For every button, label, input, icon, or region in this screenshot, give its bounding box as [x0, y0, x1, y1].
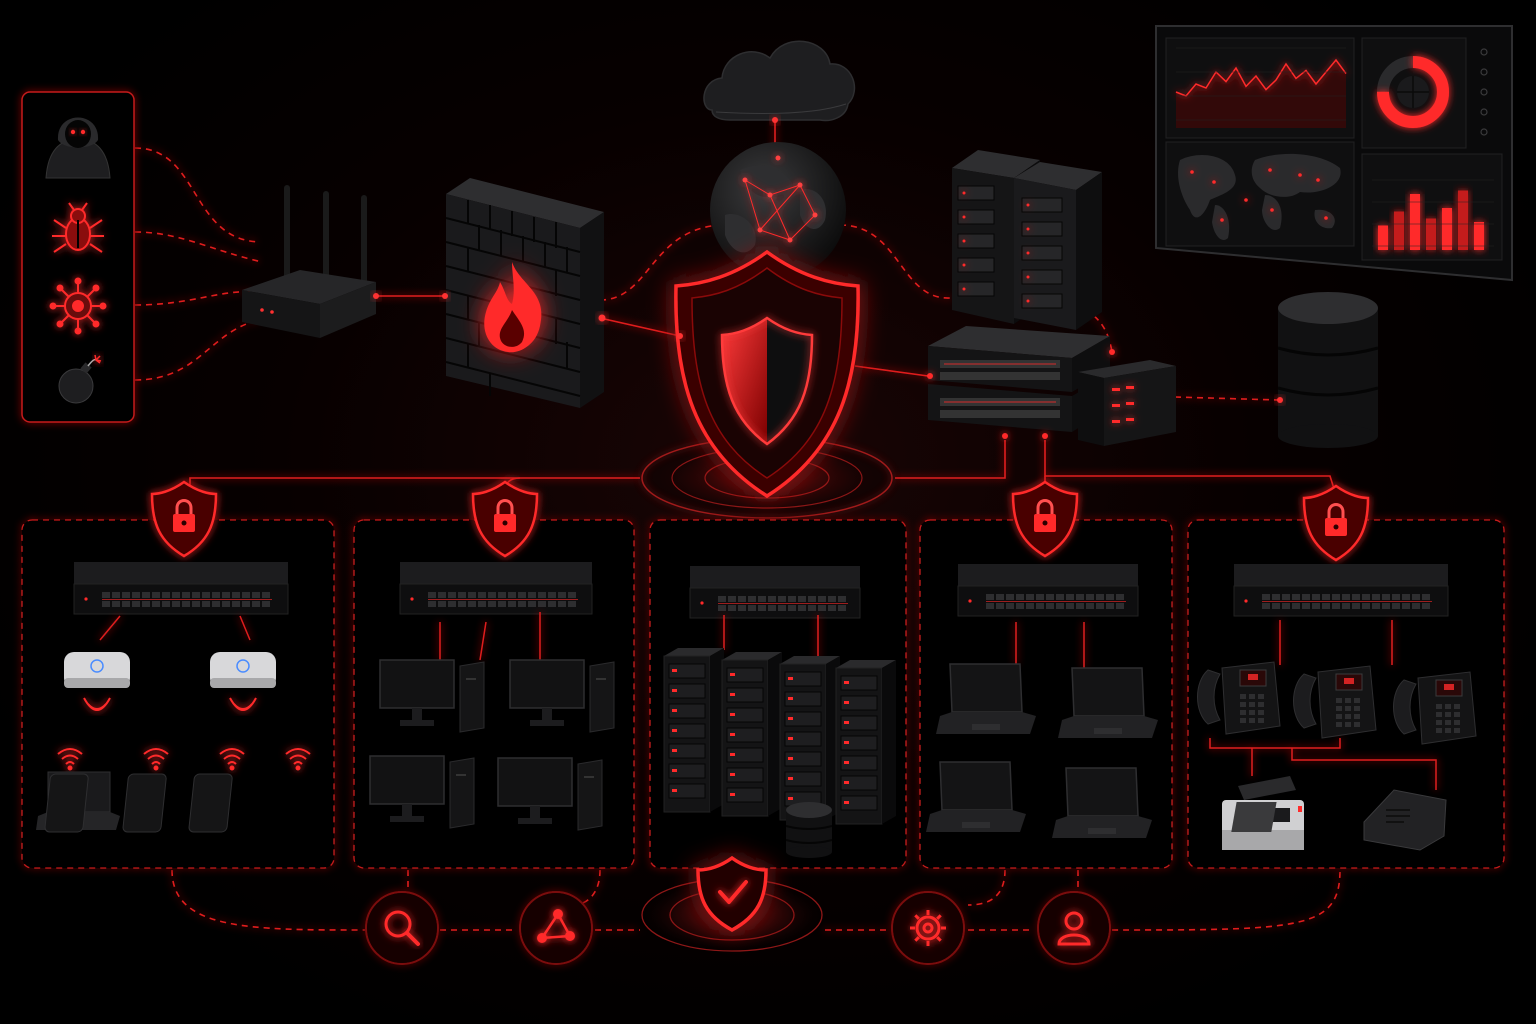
gear-icon[interactable]	[891, 891, 965, 965]
firewall-shield-link	[599, 317, 681, 337]
access-switch-icon	[957, 564, 1139, 617]
bottom-bus	[171, 869, 1341, 931]
dashboard-bar	[1458, 190, 1468, 250]
lock-shield-icon	[1011, 480, 1079, 558]
threat-link-3	[134, 291, 251, 306]
network-nodes-icon[interactable]	[519, 891, 593, 965]
zone-wireless-devices	[36, 615, 311, 833]
globe-icon	[710, 142, 846, 278]
fire-icon	[484, 262, 542, 353]
hacker-icon	[45, 117, 111, 179]
zone-switches	[73, 562, 1449, 619]
desktop-computer-icon	[369, 755, 475, 829]
cloud-icon	[703, 40, 856, 123]
line-area	[1176, 60, 1346, 128]
dashboard-side-dots	[1480, 48, 1488, 136]
threat-link-1	[134, 147, 261, 243]
desk-phone-icon	[1393, 671, 1477, 745]
access-point-icon	[210, 652, 276, 688]
switch-db-link	[1174, 396, 1279, 401]
desktop-computer-icon	[497, 757, 603, 831]
dashboard-bar	[1426, 218, 1436, 250]
zone-servers-devices	[663, 615, 896, 858]
shield-check-icon[interactable]	[696, 855, 768, 932]
bottom-drop-4	[967, 869, 1006, 906]
access-switch-icon	[689, 566, 861, 619]
donut-divider	[1397, 76, 1429, 108]
threat-panel	[21, 91, 135, 423]
dashboard-bar	[1378, 225, 1388, 250]
lock-shield-icon	[1302, 484, 1370, 562]
rack-server-icon	[779, 656, 840, 821]
main-bus-right	[895, 440, 1006, 479]
dashboard-bar	[1474, 222, 1484, 250]
rack-server-icon	[663, 648, 724, 813]
shield-switch-link	[854, 365, 929, 377]
dashboard-map-hotspots	[1190, 168, 1328, 222]
dashboard-bar	[1410, 194, 1420, 250]
wifi-icon	[219, 748, 245, 771]
laptop-icon	[936, 663, 1036, 734]
wifi-icons	[57, 748, 311, 771]
laptop-icon	[1052, 767, 1152, 838]
rack-server-icon	[721, 652, 782, 817]
zone-laptops-devices	[926, 622, 1158, 838]
access-switch-icon	[399, 562, 593, 615]
zone-lock-shields	[150, 480, 1370, 562]
dashboard-bar	[1394, 211, 1404, 250]
threat-link-4	[134, 319, 261, 381]
donut-segment	[1377, 56, 1449, 128]
small-database-icon	[785, 802, 833, 858]
phone-icon	[44, 773, 89, 833]
desk-phone-icon	[1293, 665, 1377, 739]
virus-icon	[49, 277, 107, 335]
bug-icon	[52, 202, 104, 253]
rack-server-icon	[835, 660, 896, 825]
dashboard-bar-chart	[1372, 179, 1494, 250]
access-switch-icon	[1233, 564, 1449, 617]
lock-shield-icon	[150, 480, 218, 558]
wifi-icon	[143, 748, 169, 771]
dashboard-monitor-icon	[1155, 25, 1513, 282]
router-icon	[242, 185, 379, 338]
main-bus	[189, 477, 640, 500]
firewall-globe-link	[599, 224, 721, 301]
line-series	[1175, 58, 1347, 97]
bus-right-2	[1044, 440, 1336, 493]
core-switch-icon	[927, 326, 1176, 446]
dashboard-donut-chart	[1377, 56, 1449, 128]
threat-link-2	[134, 231, 263, 263]
dashboard-line-chart	[1175, 47, 1347, 128]
laptop-icon	[926, 761, 1026, 832]
bomb-icon	[58, 354, 102, 404]
globe-server-link	[839, 224, 951, 299]
firewall-icon	[442, 178, 606, 408]
server-tower-icon	[952, 150, 1102, 330]
user-icon[interactable]	[1037, 891, 1111, 965]
phone-icon	[122, 773, 167, 833]
wifi-icon	[57, 748, 83, 771]
database-icon	[1277, 292, 1379, 448]
phone-icon	[188, 773, 233, 833]
lock-shield-icon	[471, 480, 539, 558]
scanner-icon	[1231, 789, 1447, 851]
dashboard-bar	[1442, 208, 1452, 250]
desktop-computer-icon	[509, 659, 615, 733]
wifi-icon	[285, 748, 311, 771]
access-point-icon	[64, 652, 130, 688]
zone-phones-devices	[1197, 620, 1477, 851]
desktop-computer-icon	[379, 659, 485, 733]
access-switch-icon	[73, 562, 289, 615]
zone-desktops-devices	[369, 612, 615, 831]
bottom-toolbar	[365, 855, 1111, 965]
shield-icon	[637, 249, 897, 520]
search-icon[interactable]	[365, 891, 439, 965]
laptop-icon	[1058, 667, 1158, 738]
desk-phone-icon	[1197, 661, 1281, 735]
